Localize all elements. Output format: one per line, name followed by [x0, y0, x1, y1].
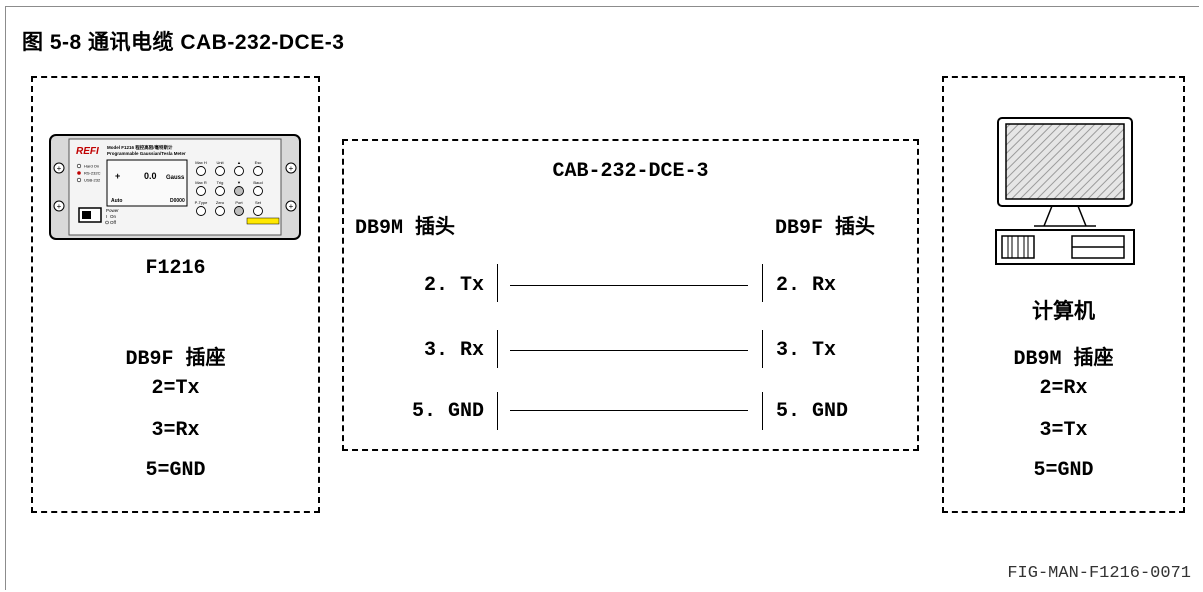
wire-line	[510, 285, 748, 286]
svg-text:+: +	[57, 164, 62, 173]
cable-left-connector: DB9M 插头	[355, 217, 456, 240]
panel-button	[215, 206, 225, 216]
panel-button	[234, 186, 244, 196]
panel-button-label: Max R	[195, 180, 207, 185]
svg-text:Programmable Gaussian/Tesla Me: Programmable Gaussian/Tesla Meter	[107, 151, 186, 156]
figure-id: FIG-MAN-F1216-0071	[1007, 564, 1191, 583]
panel-button-label: P-Type	[195, 200, 208, 205]
device-name: F1216	[145, 257, 206, 280]
computer-pin-rx: 2=Rx	[1039, 377, 1088, 400]
indicator-label: Hard On	[84, 164, 99, 169]
device-pin-rx: 3=Rx	[151, 419, 200, 442]
panel-button-label: Max H	[195, 160, 207, 165]
computer-icon	[995, 117, 1135, 265]
panel-button	[196, 206, 206, 216]
lcd-display	[106, 159, 188, 207]
computer-name: 计算机	[1032, 302, 1095, 325]
wire-right-label: 2. Rx	[776, 274, 837, 297]
indicator-label: RS-232C	[84, 171, 101, 176]
panel-button	[234, 166, 244, 176]
left-terminal-mark	[497, 330, 498, 368]
brand-logo: REFI	[76, 146, 99, 157]
svg-text:Off: Off	[110, 220, 117, 225]
panel-button	[253, 206, 263, 216]
svg-text:Auto: Auto	[111, 198, 122, 204]
panel-button-label: Zero	[216, 200, 225, 205]
computer-box	[942, 76, 1185, 513]
device-pin-gnd: 5=GND	[145, 459, 206, 482]
right-terminal-mark	[762, 392, 763, 430]
device-pin-tx: 2=Tx	[151, 377, 200, 400]
indicator-label: USB-232	[84, 178, 101, 183]
cable-right-connector: DB9F 插头	[775, 217, 876, 240]
figure-frame	[5, 6, 1199, 590]
panel-button-label: ▲	[237, 160, 241, 165]
svg-text:Model F1216 程控高阻/毫特斯计: Model F1216 程控高阻/毫特斯计	[107, 144, 173, 151]
panel-button-label: Esc	[255, 160, 262, 165]
panel-button-label: Baud	[253, 180, 262, 185]
left-terminal-mark	[497, 264, 498, 302]
cable-box	[342, 139, 919, 451]
svg-text:+: +	[289, 202, 294, 211]
wire-left-label: 3. Rx	[423, 339, 484, 362]
f1216-device-illustration: + + + + REFI Model F1216 程控高阻/毫特斯计 Progr…	[49, 134, 301, 240]
svg-text:Gauss: Gauss	[166, 175, 185, 181]
device-connector: DB9F 插座	[125, 348, 226, 371]
figure-title: 图 5-8 通讯电缆 CAB-232-DCE-3	[22, 31, 345, 54]
svg-text:Power: Power	[106, 208, 119, 213]
panel-button	[215, 186, 225, 196]
right-terminal-mark	[762, 264, 763, 302]
svg-text:+: +	[289, 164, 294, 173]
svg-text:0.0: 0.0	[144, 171, 157, 181]
wire-line	[510, 350, 748, 351]
panel-button	[253, 186, 263, 196]
left-terminal-mark	[497, 392, 498, 430]
wire-right-label: 5. GND	[776, 400, 849, 423]
computer-pin-tx: 3=Tx	[1039, 419, 1088, 442]
panel-button-label: Unit	[216, 160, 224, 165]
cable-name: CAB-232-DCE-3	[552, 160, 709, 183]
panel-button-label: ▼	[237, 180, 241, 185]
wire-left-label: 2. Tx	[423, 274, 484, 297]
computer-pin-gnd: 5=GND	[1033, 459, 1094, 482]
panel-button-label: Trig	[217, 180, 224, 185]
svg-text:D0000: D0000	[170, 198, 185, 204]
svg-text:On: On	[110, 214, 117, 219]
panel-button-label: Set	[255, 200, 262, 205]
panel-button	[196, 186, 206, 196]
svg-text:+: +	[57, 202, 62, 211]
panel-button	[234, 206, 244, 216]
wire-right-label: 3. Tx	[776, 339, 837, 362]
panel-button	[196, 166, 206, 176]
panel-button-label: Port	[235, 200, 243, 205]
panel-button	[253, 166, 263, 176]
wire-line	[510, 410, 748, 411]
svg-text:+: +	[115, 171, 120, 181]
computer-connector: DB9M 插座	[1013, 348, 1114, 371]
wire-left-label: 5. GND	[411, 400, 484, 423]
right-terminal-mark	[762, 330, 763, 368]
device-box	[31, 76, 320, 513]
svg-text:I: I	[106, 214, 107, 219]
panel-button	[215, 166, 225, 176]
